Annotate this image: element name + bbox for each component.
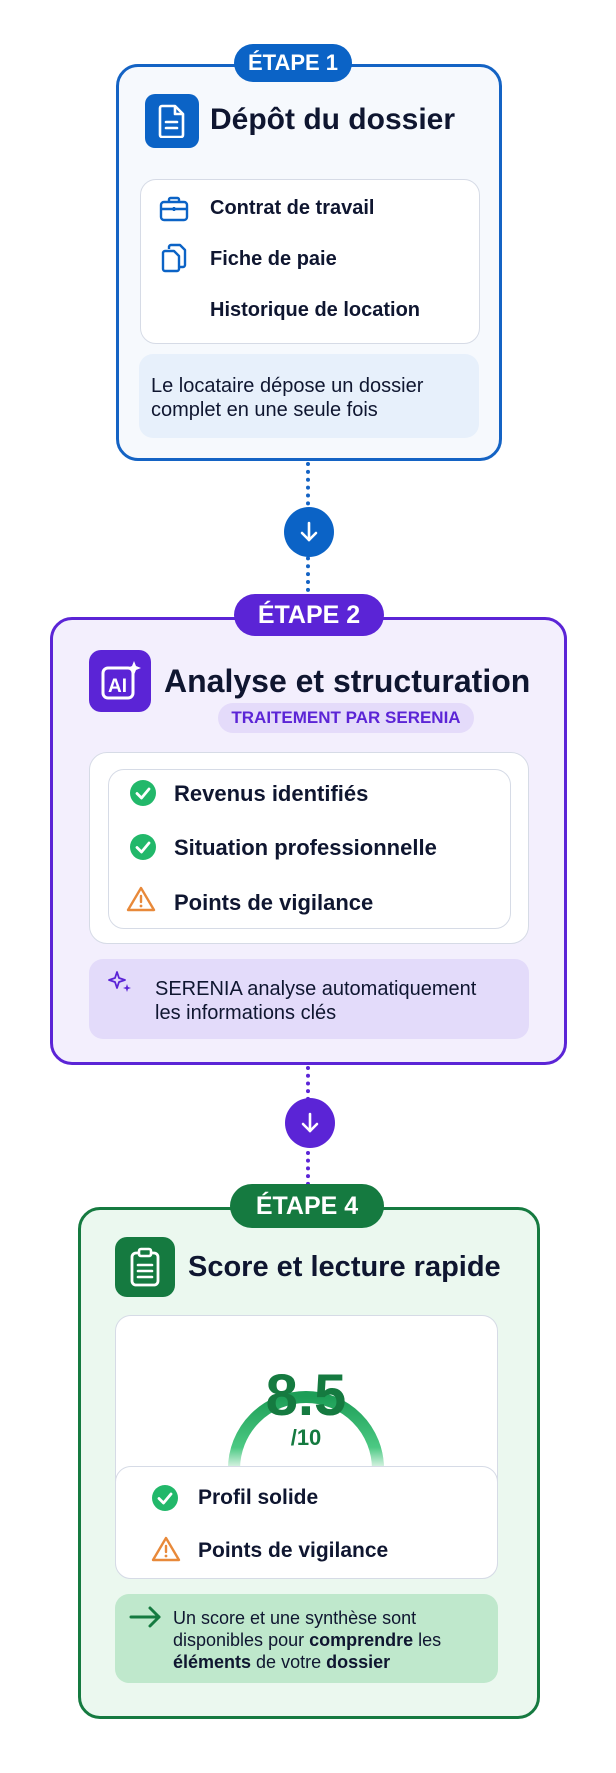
check-circle-icon [150, 1483, 180, 1513]
list-item: Points de vigilance [174, 890, 374, 915]
sparkle-icon [107, 968, 133, 999]
step-2-note: SERENIA analyse automatiquement les info… [89, 959, 529, 1039]
serenia-pill: TRAITEMENT PAR SERENIA [218, 703, 474, 733]
check-circle-icon [128, 778, 158, 808]
list-item: Situation professionnelle [174, 835, 437, 860]
briefcase-icon [158, 193, 190, 225]
step-1-title: Dépôt du dossier [210, 103, 456, 136]
step-1-badge: ÉTAPE 1 [234, 44, 352, 82]
note-bold: comprendre [309, 1630, 414, 1650]
list-item: Fiche de paie [210, 248, 337, 270]
step-2-analysis-list [108, 769, 511, 929]
document-icon [145, 94, 199, 148]
clipboard-icon [115, 1237, 175, 1297]
list-item: Revenus identifiés [174, 781, 369, 806]
step-4-note: Un score et une synthèse sont disponible… [115, 1594, 498, 1683]
list-item: Historique de location [210, 299, 421, 321]
score-max: /10 [290, 1425, 322, 1450]
note-line: Un score et une synthèse sont [173, 1608, 417, 1628]
step-2-badge: ÉTAPE 2 [234, 594, 384, 636]
ai-sparkle-icon: AI [89, 650, 151, 712]
list-item: Points de vigilance [198, 1539, 389, 1562]
step-2-title: Analyse et structuration [164, 663, 531, 699]
step-4-badge: ÉTAPE 4 [230, 1184, 384, 1228]
warning-triangle-icon [125, 884, 157, 914]
warning-triangle-icon [150, 1534, 182, 1564]
list-item: Contrat de travail [210, 197, 375, 219]
step-4-title: Score et lecture rapide [188, 1251, 501, 1283]
step-1-note: Le locataire dépose un dossier complet e… [139, 354, 479, 438]
svg-text:AI: AI [108, 676, 127, 697]
note-line: les informations clés [155, 1002, 337, 1024]
note-line: SERENIA analyse automatiquement [155, 978, 477, 1000]
list-item: Profil solide [198, 1486, 319, 1509]
note-line: disponibles pour comprendre les [173, 1629, 488, 1651]
score-gauge [228, 1391, 384, 1470]
copy-documents-icon [158, 242, 190, 274]
arrow-right-icon [129, 1605, 163, 1634]
note-line: Le locataire dépose un dossier [151, 375, 424, 397]
arrow-down-icon [284, 507, 334, 557]
check-circle-icon [128, 832, 158, 862]
note-line: éléments de votre dossier [173, 1651, 488, 1673]
arrow-down-icon [285, 1098, 335, 1148]
step-1-documents-list [140, 179, 480, 344]
score-value: 8.5 [265, 1363, 347, 1428]
note-line: complet en une seule fois [151, 399, 378, 421]
note-bold: dossier [326, 1652, 391, 1672]
note-text: les [413, 1630, 442, 1650]
note-text: de votre [251, 1652, 327, 1672]
note-bold: éléments [173, 1652, 252, 1672]
note-text: disponibles pour [173, 1630, 310, 1650]
